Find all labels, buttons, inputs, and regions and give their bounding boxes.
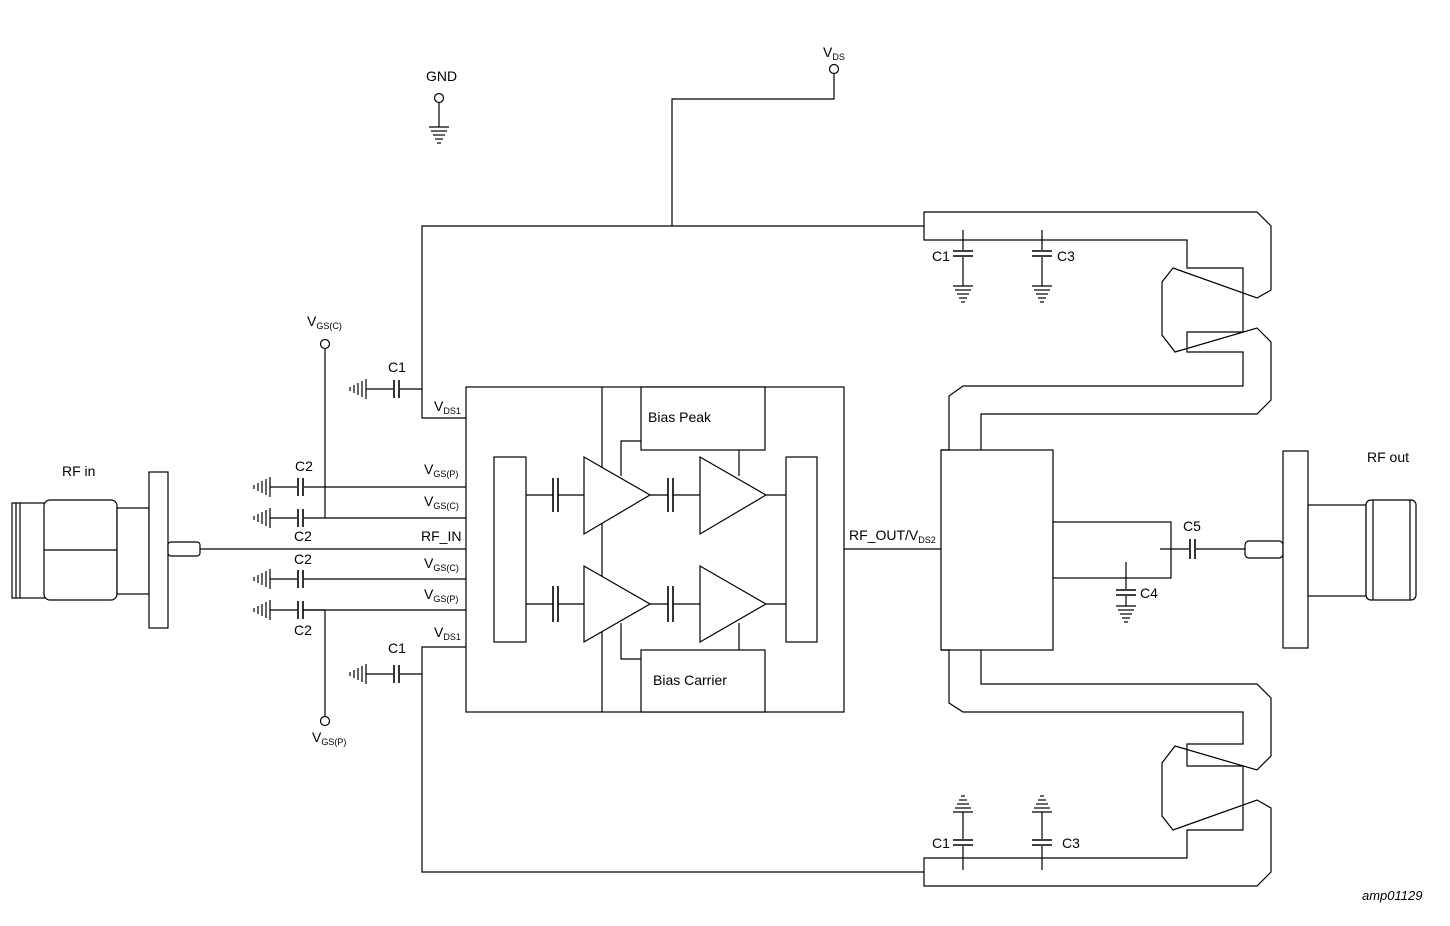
rf-out-label: RF out <box>1367 449 1409 465</box>
ground-symbol-icon <box>429 126 449 144</box>
vgs-c-top-label: VGS(C) <box>307 313 342 331</box>
output-stub <box>1052 521 1172 579</box>
ground-symbol-icon <box>253 600 271 620</box>
c2-b-label: C2 <box>294 528 312 544</box>
rf-out-connector: RF out <box>1244 449 1417 649</box>
top-bias-meander <box>923 211 1272 451</box>
capacitor-c3-top-right: C3 <box>1032 230 1075 303</box>
doherty-ic: Bias Peak Bias Carrier <box>465 386 845 713</box>
capacitor-c2-a: C2 <box>253 458 466 497</box>
output-combiner-block <box>785 456 818 643</box>
ground-symbol-icon <box>1116 605 1136 623</box>
c5-label: C5 <box>1183 518 1201 534</box>
vgs-c-terminal: VGS(C) <box>307 313 342 518</box>
bias-peak-label: Bias Peak <box>648 409 712 425</box>
c1-top-right-label: C1 <box>932 248 950 264</box>
capacitor-c1-top-right: C1 <box>932 230 973 303</box>
output-matching-network <box>923 211 1272 887</box>
bias-peak-block <box>640 386 766 451</box>
carrier-final-amp-icon <box>699 564 768 644</box>
c3-top-right-label: C3 <box>1057 248 1075 264</box>
carrier-driver-amp-icon <box>583 564 652 644</box>
ground-symbol-icon <box>953 285 973 303</box>
bottom-bias-meander <box>923 649 1272 887</box>
bias-carrier-block <box>640 649 766 713</box>
ground-symbol-icon <box>253 508 271 528</box>
vgs-p-terminal: VGS(P) <box>303 609 346 747</box>
c3-bottom-right-label: C3 <box>1062 835 1080 851</box>
ground-symbol-icon <box>349 664 367 684</box>
ground-symbol-icon <box>349 379 367 399</box>
vds1-top-supply-wire <box>421 225 924 419</box>
pin-vgs-c-1-label: VGS(C) <box>424 493 459 511</box>
c2-c-label: C2 <box>294 551 312 567</box>
ground-symbol-icon <box>953 795 973 813</box>
ground-symbol-icon <box>253 569 271 589</box>
input-splitter-block <box>493 456 527 643</box>
peak-final-amp-icon <box>699 455 768 536</box>
c2-d-label: C2 <box>294 622 312 638</box>
capacitor-c3-bottom-right: C3 <box>1032 795 1080 870</box>
c1-bottom-right-label: C1 <box>932 835 950 851</box>
capacitor-c1-bottom-left: C1 <box>349 640 422 684</box>
capacitor-c5: C5 <box>1160 518 1247 559</box>
c4-label: C4 <box>1140 585 1158 601</box>
pin-vgs-c-2-label: VGS(C) <box>424 555 459 573</box>
output-pad <box>940 449 1054 651</box>
capacitor-c2-b: C2 <box>253 508 466 544</box>
capacitor-c4: C4 <box>1116 562 1158 623</box>
capacitor-c1-bottom-right: C1 <box>932 795 973 870</box>
pin-vgs-p-1-label: VGS(P) <box>424 461 458 479</box>
c1-bottom-left-label: C1 <box>388 640 406 656</box>
pin-rf-in-label: RF_IN <box>421 528 461 544</box>
ground-symbol-icon <box>253 477 271 497</box>
peak-driver-amp-icon <box>583 455 652 536</box>
ground-symbol-icon <box>1032 285 1052 303</box>
rf-in-label: RF in <box>62 463 95 479</box>
bias-carrier-label: Bias Carrier <box>653 672 727 688</box>
vgs-p-bottom-label: VGS(P) <box>312 729 346 747</box>
rf-in-connector: RF in <box>11 463 201 629</box>
figure-id-label: amp01129 <box>1362 888 1422 903</box>
pin-vgs-p-2-label: VGS(P) <box>424 586 458 604</box>
ground-symbol-icon <box>1032 795 1052 813</box>
c1-top-left-label: C1 <box>388 359 406 375</box>
vds-label: VDS <box>823 44 845 62</box>
gnd-terminal: GND <box>426 68 457 144</box>
vds-terminal: VDS <box>671 44 845 226</box>
pin-rf-out-label: RF_OUT/VDS2 <box>849 527 936 545</box>
capacitor-c2-d: C2 <box>253 600 466 638</box>
c2-a-label: C2 <box>295 458 313 474</box>
pin-vds1-top-label: VDS1 <box>434 398 461 416</box>
gnd-label: GND <box>426 68 457 84</box>
vds1-bottom-supply-wire <box>421 646 924 873</box>
capacitor-c1-top-left: C1 <box>349 359 422 399</box>
pin-vds1-bottom-label: VDS1 <box>434 624 461 642</box>
capacitor-c2-c: C2 <box>253 551 466 589</box>
